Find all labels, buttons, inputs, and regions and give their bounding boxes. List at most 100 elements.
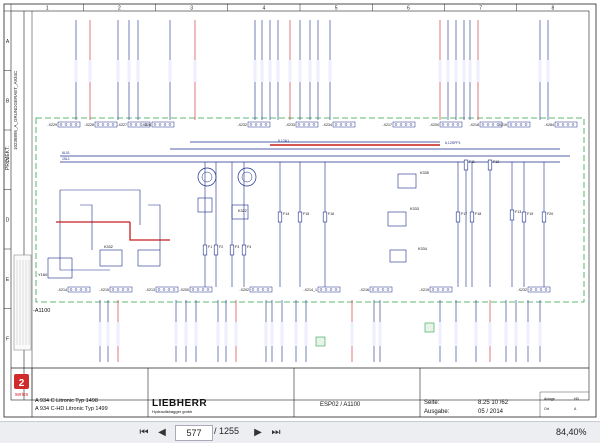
bus-label: 6,12SFP1 (445, 141, 461, 145)
connector-block (479, 121, 503, 128)
ausgabe-value: 05 / 2014 (478, 409, 504, 415)
connector-block (127, 121, 151, 128)
connector-block (369, 286, 393, 293)
prev-page-icon[interactable]: ◀ (158, 427, 166, 438)
connector-label: -X200 (429, 123, 439, 127)
connector-block (155, 286, 179, 293)
connector-block (151, 121, 175, 128)
anlage-value: HD (574, 397, 580, 401)
connector-block (507, 121, 531, 128)
fuse-symbol (241, 244, 247, 256)
connector-block (554, 121, 578, 128)
left-circuit (47, 189, 170, 279)
fuse-symbol (277, 211, 283, 223)
first-page-icon[interactable]: ⏮ (139, 427, 149, 438)
fuse-label: F12 (493, 160, 499, 164)
fuse-symbol (521, 211, 527, 223)
seite-label: Seite: (424, 400, 440, 406)
fuse-symbol (463, 159, 469, 171)
drawing-id: ESP02 / A1100 (320, 402, 361, 408)
motor-group (197, 167, 257, 220)
terminal-label: -A1100 (33, 308, 50, 314)
title-block: 2 series A 934 C Litronic Typ 1498 A 934… (11, 367, 589, 417)
connector-label: -X216 (359, 288, 369, 292)
fuse-label: F1 (208, 245, 212, 249)
column-number: 5 (335, 6, 338, 12)
connector-block (317, 286, 341, 293)
connector-label: -X219 (419, 288, 429, 292)
fuse-label: F2 (219, 245, 223, 249)
connector-block (67, 286, 91, 293)
fuse-symbol (487, 159, 493, 171)
model-line-2: A 934 C-HD Litronic Typ 1499 (35, 406, 108, 412)
fuse-symbol (455, 211, 461, 223)
connector-label: -X234 (322, 123, 332, 127)
viewer-toolbar: ⏮ ◀ 577 / 1255 ▶ ⏭ 84,40% (0, 421, 600, 443)
fuse-label: F18 (475, 212, 481, 216)
fuse-symbol (213, 244, 219, 256)
fuse-symbol (202, 244, 208, 256)
doc-code: PROJEKT: (5, 146, 11, 170)
connector-label: -X232 (237, 123, 247, 127)
page-number-input[interactable]: 577 (175, 425, 213, 441)
relay-box (387, 211, 407, 227)
left-doc-strip: PROJEKT: 10236895_A_GRUNDGERAET_A934C (5, 11, 33, 400)
last-page-icon[interactable]: ⏭ (271, 427, 281, 438)
fuse-label: F14 (283, 212, 289, 216)
ausgabe-label: Ausgabe: (424, 409, 450, 415)
connector-block (429, 286, 453, 293)
company-name: Hydraulikbagger gmbh (152, 409, 192, 414)
connector-block (439, 121, 463, 128)
fuse-label: F16 (328, 212, 334, 216)
seite-value: 8.25 10 /62 (478, 400, 509, 406)
row-letter: F (6, 336, 9, 342)
model-line-1: A 934 C Litronic Typ 1498 (35, 398, 98, 404)
bus-label: 6,12A1 (278, 139, 289, 143)
connector-label: -X227 (117, 123, 127, 127)
relay-box (397, 173, 417, 189)
fuse-label: F15 (303, 212, 309, 216)
connector-label: -X200 (179, 288, 189, 292)
bus-lines (60, 141, 570, 163)
fuse-label: F3 (235, 245, 239, 249)
brand-name: LIEBHERR (152, 398, 207, 409)
next-page-icon[interactable]: ▶ (254, 427, 262, 438)
connector-label: -X214_1 (303, 288, 317, 292)
connector-block (392, 121, 416, 128)
revision-box (13, 254, 32, 351)
relay-box (389, 249, 407, 263)
connector-label: -X202 (239, 288, 249, 292)
connector-block (109, 286, 133, 293)
column-number: 3 (190, 6, 193, 12)
connector-label: -X228 (84, 123, 94, 127)
fuse-symbol (509, 209, 515, 221)
connector-label: -X232 (517, 288, 527, 292)
column-number: 7 (479, 6, 482, 12)
connector-strip-bottom: -X214-X215-X213-X200-X202-X214_1-X216-X2… (57, 286, 551, 293)
test-point-group (315, 322, 435, 347)
ort-value: A (574, 407, 577, 411)
connector-block (295, 121, 319, 128)
relay-label: K333 (410, 207, 419, 211)
bus-label: 15L1 (62, 157, 70, 161)
connector-label: -X219 (497, 123, 507, 127)
anlage-label: Anlage (544, 397, 555, 401)
fuse-symbol (297, 211, 303, 223)
motor-symbol (237, 167, 257, 187)
sensor-label-y160: Y160 (38, 272, 48, 277)
row-letter: D (6, 217, 10, 223)
svg-text:2: 2 (19, 378, 25, 389)
column-number: 1 (46, 6, 49, 12)
fuse-label: F13 (515, 210, 521, 214)
connector-block (189, 286, 213, 293)
zoom-level[interactable]: 84,40% (556, 427, 587, 437)
logo: 2 series (14, 374, 29, 398)
connector-label: -X217 (382, 123, 392, 127)
relay-group (387, 173, 417, 263)
connector-block (57, 121, 81, 128)
column-number: 8 (551, 6, 554, 12)
connector-label: -X229 (47, 123, 57, 127)
connector-block (247, 121, 271, 128)
bus-label: 6L01 (62, 151, 70, 155)
